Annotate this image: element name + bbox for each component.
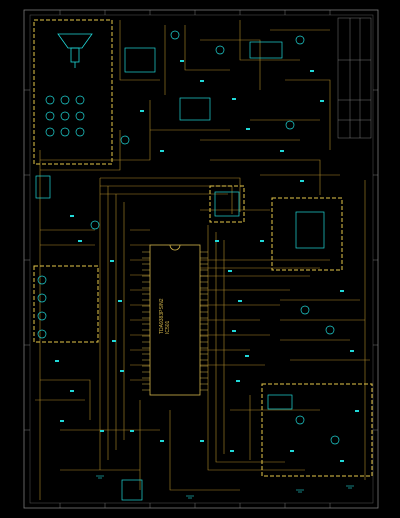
title-block <box>337 17 372 139</box>
inner-frame <box>29 14 374 504</box>
crt-section-box <box>33 19 113 165</box>
dashed-section-boxes <box>33 19 373 477</box>
component-markers <box>55 60 359 462</box>
right-section-box <box>271 197 343 271</box>
main-ic-body <box>149 244 201 396</box>
small-section-box <box>209 185 245 223</box>
main-ic-label: TDA9383PS/N2 IC501 <box>159 298 171 334</box>
left-section-box <box>33 265 99 343</box>
bottom-right-section-box <box>261 383 373 477</box>
main-ic-package <box>142 244 208 396</box>
other-ic-packages <box>35 41 325 501</box>
transistor-symbols <box>37 30 340 445</box>
frame-ticks <box>24 10 378 508</box>
crt-symbol <box>57 33 93 68</box>
outer-frame <box>23 9 379 509</box>
main-ic-pins <box>142 251 208 391</box>
ground-symbols <box>96 475 354 499</box>
main-ic-part-line2: IC501 <box>164 320 171 334</box>
